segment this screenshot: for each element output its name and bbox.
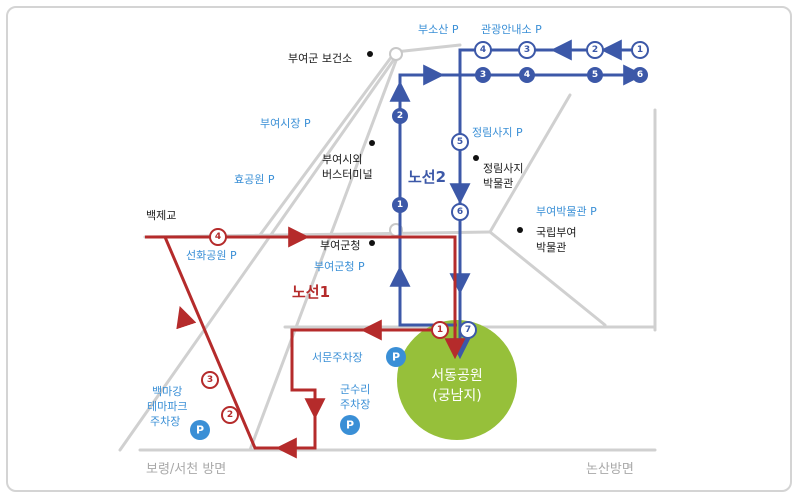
route-1-stop-marker: [221, 406, 239, 424]
junction-marker: [389, 47, 403, 61]
parking-baekmagang-line2: 테마파크: [147, 400, 187, 413]
parking-gunsuri-line1: 군수리: [340, 383, 370, 396]
route-2-stop-number: 4: [480, 45, 486, 55]
parking-seonhwa: 선화공원 P: [186, 249, 237, 262]
landmark-dots: [367, 51, 523, 246]
route-2-top-stops: 1 2 3 4: [474, 41, 649, 59]
route-2-stop-number: 7: [465, 325, 471, 335]
park-name: 서동공원: [431, 368, 483, 384]
route-2-loop-segment: [398, 64, 645, 327]
parking-icons: P P P: [190, 347, 406, 440]
landmark-baekjegyo: 백제교: [146, 209, 176, 222]
route-2-stop-marker: [459, 321, 477, 339]
direction-boryeong: 보령/서천 방면: [146, 462, 226, 477]
route-2-label: 노선2: [408, 168, 446, 186]
route-2-stop-number: 1: [637, 45, 643, 55]
landmark-national-museum-line1: 국립부여: [536, 226, 576, 239]
route-1-stop-number: 1: [437, 325, 443, 335]
route-2-stop-number: 2: [592, 45, 598, 55]
route-2-stop-number: 1: [397, 200, 403, 210]
route-2-stop-marker: [519, 67, 535, 83]
route-2-stop-marker: [631, 41, 649, 59]
road: [488, 93, 572, 234]
road: [118, 56, 397, 452]
route-2-stop-number: 6: [637, 70, 643, 80]
landmark-dot: [369, 240, 375, 246]
landmark-terminal-line2: 버스터미널: [322, 168, 373, 181]
parking-market: 부여시장 P: [260, 117, 311, 130]
route-1-stop-number: 4: [215, 232, 221, 242]
landmark-jeongnimsaji-museum-line2: 박물관: [483, 177, 513, 190]
route-1-arrow: [176, 306, 197, 330]
route-2-stop-marker: [474, 41, 492, 59]
road: [488, 230, 607, 327]
route-2-stop-marker: [451, 133, 469, 151]
route-1-label: 노선1: [292, 283, 330, 301]
route-1-stop-marker: [201, 371, 219, 389]
route-1-stop-number: 3: [207, 375, 213, 385]
landmark-terminal-line1: 부여시외: [322, 153, 362, 166]
landmark-national-museum-line2: 박물관: [536, 241, 566, 254]
route-1-stop-number: 2: [227, 410, 233, 420]
landmark-dot: [367, 51, 373, 57]
route-1-main: [145, 235, 466, 360]
parking-icon-letter: P: [392, 351, 400, 364]
parking-busosan: 부소산 P: [418, 23, 459, 36]
parking-baekmagang-line1: 백마강: [152, 385, 182, 398]
landmark-dot: [369, 140, 375, 146]
route-2-lower-stops: 3 4 5 6: [475, 67, 648, 83]
route-2-stop-marker: [451, 203, 469, 221]
route-2-stop-number: 3: [524, 45, 530, 55]
route-2-stop-number: 3: [480, 70, 486, 80]
parking-icon: [190, 420, 210, 440]
parking-icon: [340, 415, 360, 435]
route-2-stop-marker: [392, 108, 408, 124]
route-2-stop-marker: [392, 197, 408, 213]
direction-nonsan: 논산방면: [586, 462, 634, 477]
route-1-loop: [163, 236, 448, 450]
roads: [118, 43, 657, 452]
route-2-stop-marker: [632, 67, 648, 83]
route-2-vertical-stops: 5 6 7: [451, 133, 477, 339]
parking-tourist-info: 관광안내소 P: [481, 23, 542, 36]
landmark-county-office: 부여군청: [320, 239, 360, 252]
route-1-stops: 1 2 3 4: [201, 228, 449, 424]
route-2-stop-number: 5: [592, 70, 598, 80]
parking-icon: [386, 347, 406, 367]
park-subname: (궁남지): [432, 388, 482, 404]
route-2-stop-marker: [586, 41, 604, 59]
road: [393, 43, 462, 54]
route-1-stop-marker: [431, 321, 449, 339]
route-2-stop-marker: [587, 67, 603, 83]
seodong-park-area: [397, 320, 517, 440]
parking-seomun: 서문주차장: [312, 351, 363, 364]
route-2-path: [389, 39, 645, 360]
parking-icon-letter: P: [196, 424, 204, 437]
landmark-health-center: 부여군 보건소: [288, 52, 352, 65]
route-2-stop-number: 2: [397, 111, 403, 121]
parking-baekmagang-line3: 주차장: [150, 415, 180, 428]
parking-gunsuri-line2: 주차장: [340, 398, 370, 411]
route-2-stop-number: 6: [457, 207, 463, 217]
parking-county-office: 부여군청 P: [314, 260, 365, 273]
landmark-jeongnimsaji-museum-line1: 정림사지: [483, 162, 523, 175]
route-1-stop-marker: [209, 228, 227, 246]
parking-hyogongwon: 효공원 P: [234, 173, 275, 186]
route-1-path: [145, 226, 466, 459]
parking-museum: 부여박물관 P: [536, 205, 597, 218]
landmark-dot: [473, 155, 479, 161]
route-2-stop-number: 5: [457, 137, 463, 147]
road: [258, 50, 397, 237]
route-2-stop-marker: [475, 67, 491, 83]
route-2-stop-number: 4: [524, 70, 530, 80]
route-2-stop-marker: [518, 41, 536, 59]
route-2-left-stops: 1 2: [392, 108, 408, 213]
landmark-dot: [517, 227, 523, 233]
parking-jeongnimsaji: 정림사지 P: [472, 126, 523, 139]
road: [248, 48, 402, 452]
parking-icon-letter: P: [346, 419, 354, 432]
route-2-top-segment: [449, 48, 640, 360]
